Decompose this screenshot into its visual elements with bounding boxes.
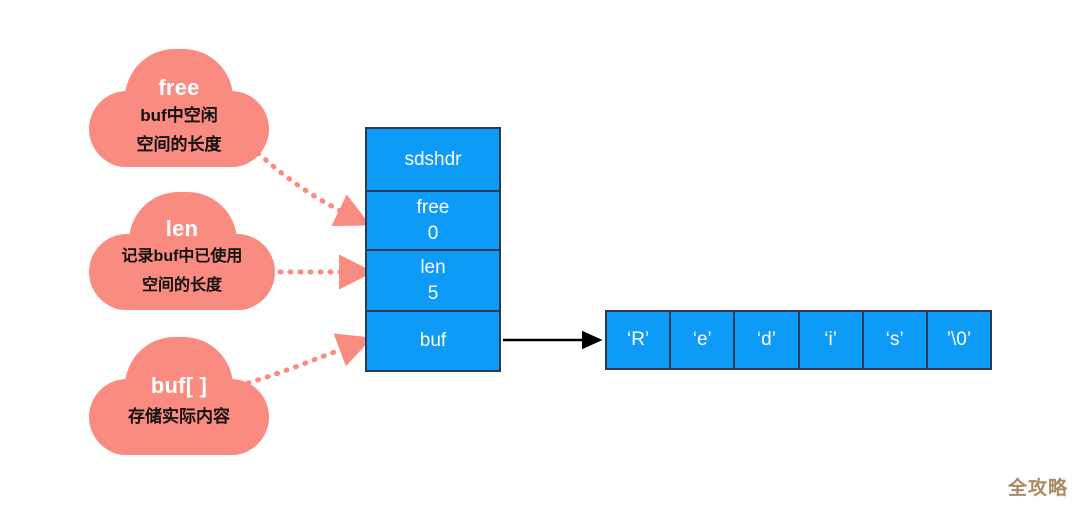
char-cell: ‘s’ (863, 312, 928, 368)
callout-cloud-len: len 记录buf中已使用 空间的长度 (89, 192, 275, 310)
cloud-buf-title: buf[ ] (150, 373, 208, 398)
char-cell: ‘i’ (799, 312, 864, 368)
cloud-body-lower (95, 395, 263, 455)
struct-row-header: sdshdr (367, 129, 499, 190)
char-array-box: ‘R’ ‘e’ ‘d’ ‘i’ ‘s’ ’\0’ (605, 310, 992, 370)
char-cell: ‘R’ (607, 312, 672, 368)
cloud-buf-line1: 存储实际内容 (128, 407, 230, 426)
cloud-free-line1: buf中空闲 (140, 106, 218, 125)
watermark-label: 全攻略 (1007, 477, 1068, 499)
struct-header-label: sdshdr (404, 148, 462, 170)
struct-row-buf: buf (367, 310, 499, 370)
struct-free-value: 0 (427, 222, 439, 244)
struct-row-free: free 0 (367, 190, 499, 249)
char-cell: ‘d’ (735, 312, 800, 368)
char-cell: ’\0’ (927, 312, 991, 368)
struct-free-label: free (416, 196, 450, 218)
cloud-buf-text: buf[ ] 存储实际内容 (89, 337, 269, 493)
cloud-free-line2: 空间的长度 (136, 135, 222, 154)
callout-cloud-buf: buf[ ] 存储实际内容 (89, 337, 269, 455)
struct-buf-label: buf (419, 330, 447, 351)
callout-cloud-free: free buf中空闲 空间的长度 (89, 49, 269, 167)
struct-len-value: 5 (427, 282, 439, 304)
cloud-free-text: free buf中空闲 空间的长度 (89, 49, 269, 195)
cloud-free-title: free (158, 75, 200, 100)
cloud-len-text: len 记录buf中已使用 空间的长度 (89, 192, 275, 336)
cloud-body-lower (95, 107, 263, 167)
char-cell: ‘e’ (671, 312, 736, 368)
cloud-len-title: len (165, 216, 199, 241)
struct-len-label: len (420, 256, 446, 278)
cloud-len-line1: 记录buf中已使用 (121, 248, 243, 265)
sdshdr-struct-box: sdshdr free 0 len 5 buf (365, 127, 501, 372)
struct-row-len: len 5 (367, 249, 499, 310)
cloud-body-lower (95, 250, 269, 310)
cloud-len-line2: 空间的长度 (141, 277, 222, 294)
